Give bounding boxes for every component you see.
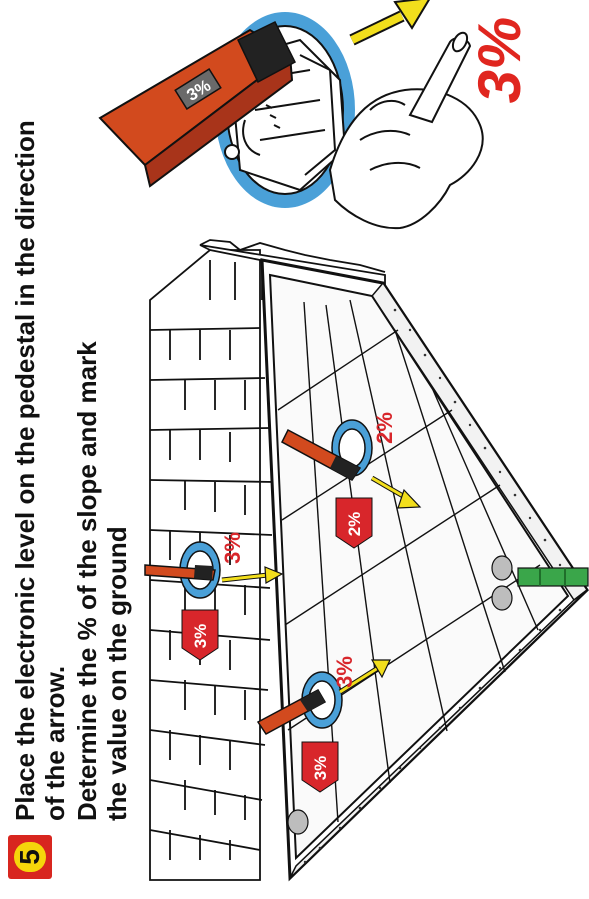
level-a-reading: 3% [220,532,245,564]
tag-b-value: 2% [345,512,364,537]
level-c-reading: 3% [332,656,357,688]
direction-arrow-detail [352,0,430,40]
instruction-line-4: the value on the ground [102,526,132,821]
detail-inset: 3% 3% [100,0,533,228]
step-number: 5 [14,842,46,872]
instruction-line-1: Place the electronic level on the pedest… [10,120,40,821]
drain-pipe [518,568,588,586]
step-number-badge: 5 [8,835,52,879]
handwritten-mark: 3% [466,17,533,104]
level-b-reading: 2% [372,412,397,444]
shower-floor-scene: 3% 3% 2% 2% [145,240,588,880]
instruction-text-block: 5 Place the electronic level on the pede… [0,0,160,899]
tag-c-value: 3% [311,756,330,781]
instruction-line-3: Determine the % of the slope and mark [72,341,102,821]
tag-a-value: 3% [191,624,210,649]
hand-with-pencil [330,30,483,228]
handwritten-value: 3% [466,17,533,104]
instruction-line-2: of the arrow. [40,666,70,821]
